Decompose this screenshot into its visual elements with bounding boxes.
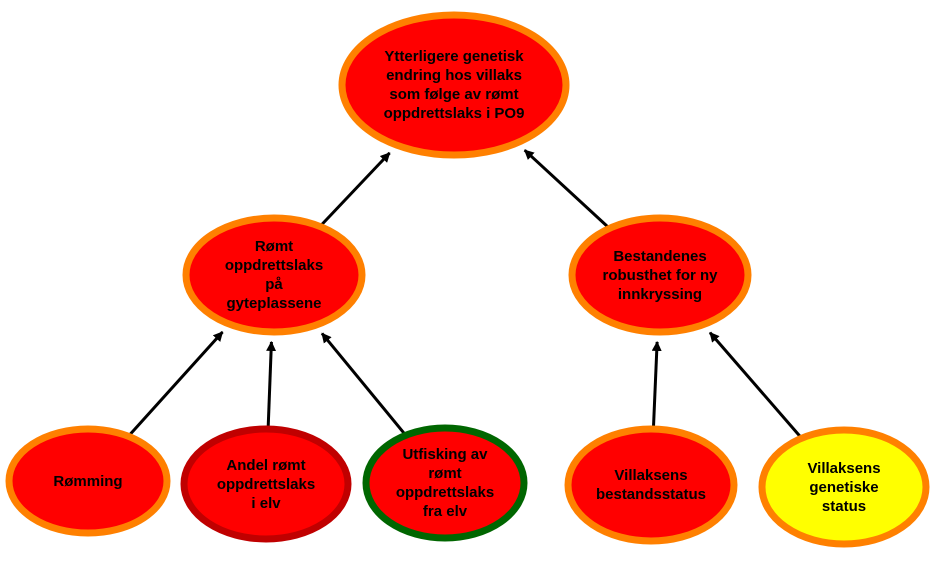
edge-genetisk-to-robust <box>708 331 802 438</box>
edge-gyte-to-top <box>320 151 391 226</box>
edge-bestand-to-robust <box>651 340 662 428</box>
edge-utfisking-to-gyte <box>320 332 406 435</box>
node-genetisk <box>758 426 930 548</box>
node-andel <box>180 425 352 543</box>
edge-romming-to-gyte <box>128 331 224 436</box>
node-utfisking <box>362 424 528 542</box>
node-robust <box>568 214 752 336</box>
edge-andel-to-gyte <box>266 340 277 428</box>
node-gyte <box>182 214 366 336</box>
node-bestand <box>564 425 738 545</box>
node-top <box>338 11 570 159</box>
node-romming <box>5 425 171 537</box>
edge-robust-to-top <box>523 149 609 229</box>
